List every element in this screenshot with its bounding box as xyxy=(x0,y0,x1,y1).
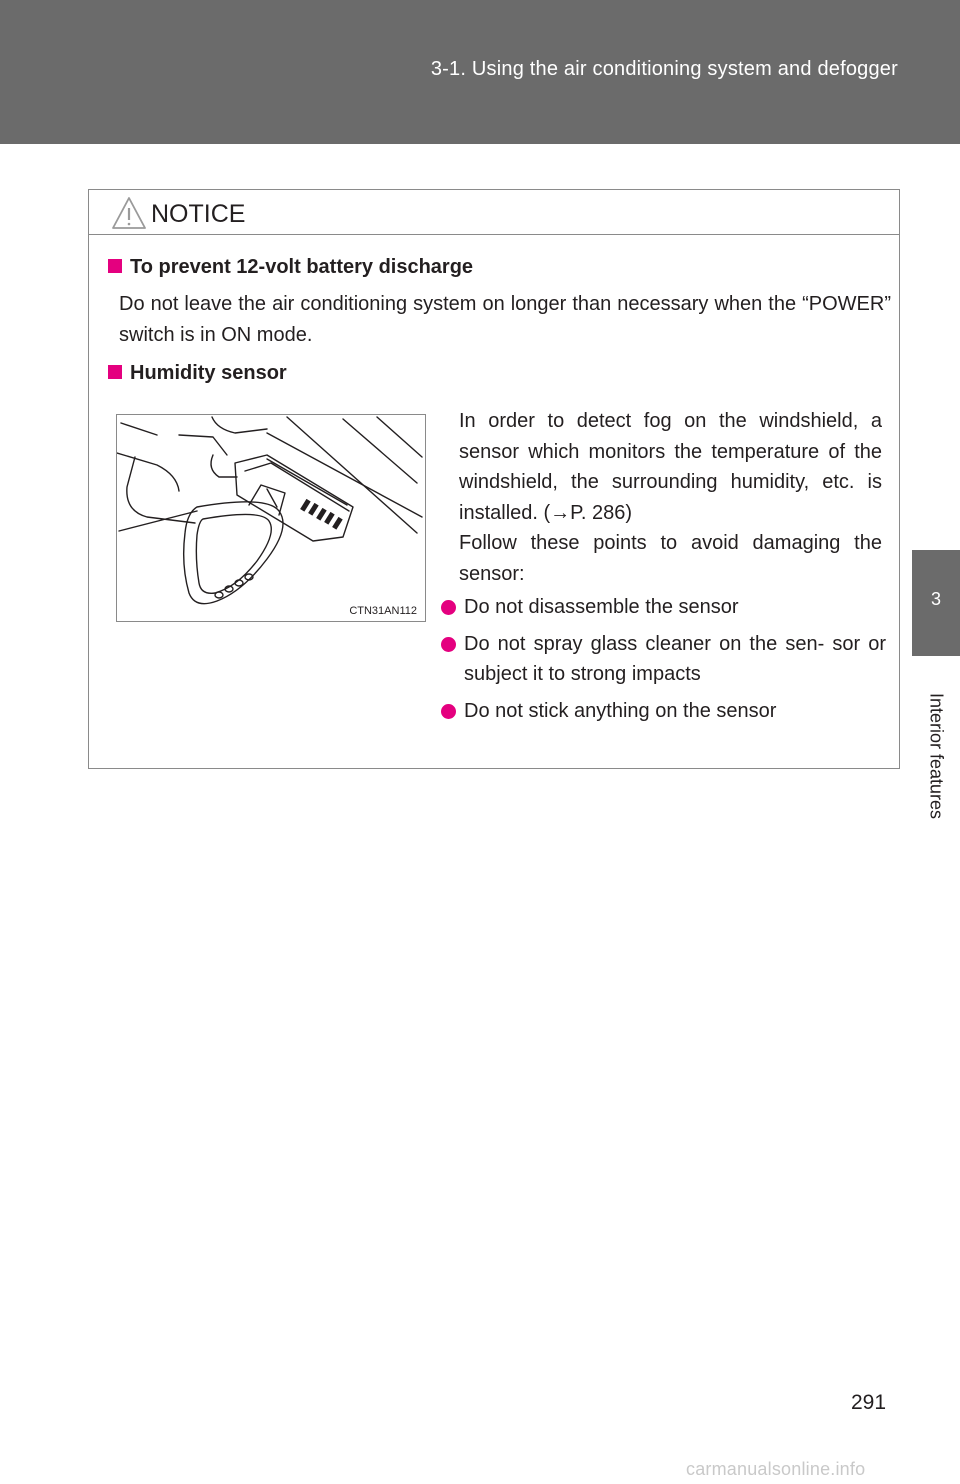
humidity-description: In order to detect fog on the windshield… xyxy=(459,406,882,589)
notice-box: NOTICE To prevent 12-volt battery discha… xyxy=(88,189,900,769)
heading-square-icon xyxy=(108,259,122,273)
bullet-text: Do not spray glass cleaner on the sen- s… xyxy=(464,633,886,685)
list-item: Do not spray glass cleaner on the sen- s… xyxy=(441,629,886,689)
bullet-icon xyxy=(441,704,456,719)
chapter-number: 3 xyxy=(930,589,941,609)
battery-paragraph: Do not leave the air conditioning system… xyxy=(119,293,891,346)
list-item: Do not disassemble the sensor xyxy=(441,592,886,622)
footer-watermark: carmanualsonline.info xyxy=(686,1459,866,1479)
humidity-heading-text: Humidity sensor xyxy=(130,362,287,384)
bullet-text: Do not stick anything on the sensor xyxy=(464,700,777,722)
bullet-text: Do not disassemble the sensor xyxy=(464,596,739,618)
header-bar: 3-1. Using the air conditioning system a… xyxy=(0,0,960,144)
warning-icon xyxy=(112,197,146,229)
figure-code: CTN31AN112 xyxy=(349,605,417,617)
section-title: 3-1. Using the air conditioning system a… xyxy=(430,58,898,80)
sensor-illustration xyxy=(117,416,423,605)
bullet-icon xyxy=(441,600,456,615)
humidity-sensor-figure: CTN31AN112 xyxy=(116,414,426,622)
chapter-label: Interior features xyxy=(926,692,947,820)
list-item: Do not stick anything on the sensor xyxy=(441,696,886,726)
humidity-bullet-list: Do not disassemble the sensor Do not spr… xyxy=(441,592,886,733)
chapter-tab: 3 xyxy=(912,550,960,656)
humidity-heading: Humidity sensor xyxy=(108,362,287,385)
humidity-line: In order to detect fog on the windshield… xyxy=(459,410,882,524)
notice-title: NOTICE xyxy=(151,200,246,228)
heading-square-icon xyxy=(108,365,122,379)
battery-heading: To prevent 12-volt battery discharge xyxy=(108,256,473,279)
page-number: 291 xyxy=(851,1391,887,1414)
chapter-label-area: Interior features xyxy=(912,656,960,856)
notice-header: NOTICE xyxy=(89,190,899,235)
humidity-line: Follow these points to avoid damaging th… xyxy=(459,532,882,585)
battery-heading-text: To prevent 12-volt battery discharge xyxy=(130,256,474,278)
bullet-icon xyxy=(441,637,456,652)
